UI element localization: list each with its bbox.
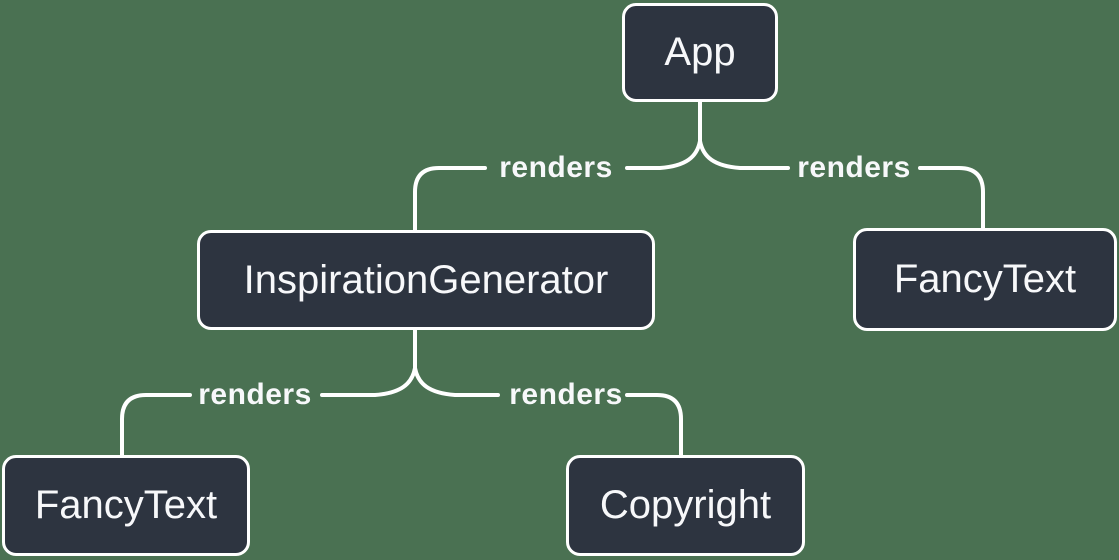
node-app: App bbox=[622, 3, 778, 102]
edge-line bbox=[625, 100, 702, 170]
edge-line bbox=[918, 166, 985, 230]
edge-line bbox=[625, 393, 683, 457]
node-fancy-text-top: FancyText bbox=[853, 228, 1117, 331]
edge-label-renders: renders bbox=[198, 378, 312, 411]
node-fancy-text-bottom: FancyText bbox=[2, 455, 250, 556]
edge-label-renders: renders bbox=[499, 151, 613, 184]
node-copyright: Copyright bbox=[566, 455, 805, 556]
edge-label-renders: renders bbox=[509, 378, 623, 411]
node-inspiration-generator: InspirationGenerator bbox=[197, 230, 655, 330]
node-label: App bbox=[664, 30, 736, 74]
node-label: FancyText bbox=[34, 483, 218, 527]
edge-line bbox=[413, 166, 487, 232]
edge-inspiration-generator-to-copyright bbox=[413, 366, 683, 457]
edge-line bbox=[320, 328, 417, 397]
edge-line bbox=[120, 393, 192, 457]
edge-app-to-fancy-text-top bbox=[698, 139, 985, 230]
node-label: Copyright bbox=[599, 483, 772, 527]
node-label: FancyText bbox=[893, 257, 1077, 301]
node-label: InspirationGenerator bbox=[243, 257, 609, 302]
edge-line bbox=[698, 139, 790, 170]
edge-line bbox=[413, 366, 500, 397]
edge-label-renders: renders bbox=[797, 151, 911, 184]
